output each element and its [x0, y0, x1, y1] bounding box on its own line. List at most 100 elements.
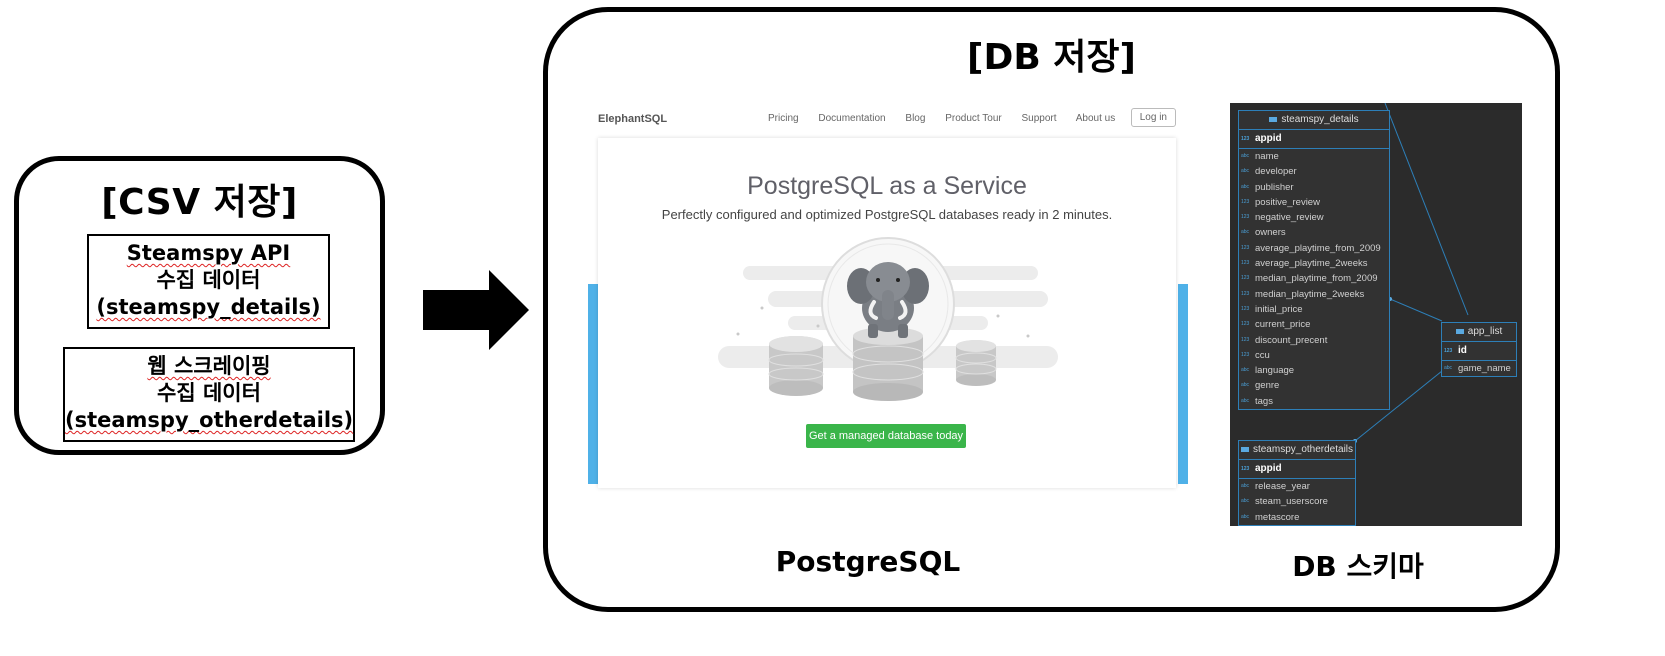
text-type-icon: abc [1241, 498, 1250, 505]
numeric-type-icon: 123 [1241, 214, 1250, 221]
csv-title: [CSV 저장] [101, 182, 298, 223]
database-center [852, 327, 924, 401]
column-name: owners [1255, 227, 1286, 239]
text-type-icon: abc [1241, 229, 1250, 236]
key-icon: 123 [1444, 348, 1453, 354]
column-row: 123 positive_review [1239, 195, 1389, 210]
db-title: [DB 저장] [548, 28, 1555, 80]
nav-product-tour[interactable]: Product Tour [945, 113, 1002, 124]
database-small-left [768, 336, 824, 396]
hero-headline: PostgreSQL as a Service [747, 172, 1027, 200]
column-row: 123 negative_review [1239, 210, 1389, 225]
numeric-type-icon: 123 [1241, 275, 1250, 282]
table-columns: abc game_name [1442, 361, 1516, 376]
schema-caption: DB 스키마 [1292, 550, 1424, 583]
numeric-type-icon: 123 [1241, 305, 1250, 312]
table-header: app_list [1442, 323, 1516, 342]
elephant-icon [847, 262, 929, 338]
numeric-type-icon: 123 [1241, 321, 1250, 328]
column-row: abc language [1239, 363, 1389, 378]
nav-documentation[interactable]: Documentation [818, 113, 886, 124]
text-type-icon: abc [1241, 382, 1250, 389]
text-type-icon: abc [1241, 153, 1250, 159]
table-icon [1269, 116, 1278, 122]
elephantsql-screenshot: ElephantSQL Pricing Documentation Blog P… [588, 100, 1188, 490]
column-name: genre [1255, 380, 1280, 392]
column-row: 123 median_playtime_2weeks [1239, 287, 1389, 302]
login-button[interactable]: Log in [1130, 108, 1176, 127]
column-name: publisher [1255, 181, 1294, 193]
get-database-button[interactable]: Get a managed database today [806, 424, 966, 448]
column-row: abc game_name [1442, 361, 1516, 376]
csv-storage-box: [CSV 저장] Steamspy API 수집 데이터 (steamspy_d… [14, 156, 385, 455]
column-row: 123 current_price [1239, 317, 1389, 332]
source-steamspy-api: Steamspy API 수집 데이터 (steamspy_details) [87, 234, 330, 329]
column-name: current_price [1255, 319, 1311, 331]
table-icon [1240, 446, 1249, 452]
numeric-type-icon: 123 [1241, 198, 1250, 205]
column-name: game_name [1458, 363, 1511, 374]
source-line: 수집 데이터 [157, 381, 261, 405]
source-web-scraping: 웹 스크레이핑 수집 데이터 (steamspy_otherdetails) [63, 347, 355, 442]
text-type-icon: abc [1241, 183, 1250, 190]
column-row: abc owners [1239, 225, 1389, 240]
hero-card: PostgreSQL as a Service Perfectly config… [598, 138, 1176, 488]
nav-pricing[interactable]: Pricing [768, 113, 799, 124]
text-type-icon: abc [1241, 397, 1250, 404]
numeric-type-icon: 123 [1241, 244, 1250, 251]
numeric-type-icon: 123 [1241, 336, 1250, 343]
db-title-text: [DB 저장] [966, 37, 1136, 78]
side-bar-right [1178, 284, 1188, 484]
column-name: ccu [1255, 349, 1270, 361]
relationship-lines [1353, 103, 1469, 443]
column-name: median_playtime_2weeks [1255, 288, 1365, 300]
primary-key-row: 123 appid [1239, 130, 1389, 149]
column-name: negative_review [1255, 212, 1324, 224]
column-name: release_year [1255, 481, 1310, 492]
numeric-type-icon: 123 [1241, 351, 1250, 358]
postgresql-caption: PostgreSQL [775, 545, 961, 578]
nav-about-us[interactable]: About us [1075, 113, 1116, 124]
column-row: abc publisher [1239, 180, 1389, 195]
right-arrow-icon [423, 270, 529, 350]
column-name: metascore [1255, 511, 1300, 523]
column-row: 123 median_playtime_from_2009 [1239, 271, 1389, 286]
numeric-type-icon: 123 [1241, 290, 1250, 297]
table-name: app_list [1467, 326, 1503, 337]
text-type-icon: abc [1444, 365, 1453, 371]
text-type-icon: abc [1241, 367, 1250, 374]
esql-navbar: ElephantSQL Pricing Documentation Blog P… [598, 108, 1178, 132]
column-name: language [1255, 365, 1295, 377]
table-header: steamspy_otherdetails [1239, 441, 1355, 460]
source-line: 수집 데이터 [156, 268, 261, 292]
source-line: (steamspy_details) [96, 295, 321, 319]
text-type-icon: abc [1241, 513, 1250, 520]
column-name: appid [1255, 133, 1282, 144]
source-line: 웹 스크레이핑 [147, 354, 271, 378]
esql-logo[interactable]: ElephantSQL [598, 113, 668, 125]
column-name: positive_review [1255, 196, 1320, 208]
esql-nav-links: Pricing Documentation Blog Product Tour … [768, 113, 1132, 124]
database-small-right [955, 340, 997, 386]
table-name: steamspy_otherdetails [1252, 444, 1354, 455]
key-icon: 123 [1241, 136, 1250, 142]
table-header: steamspy_details [1239, 111, 1389, 130]
nav-support[interactable]: Support [1021, 113, 1057, 124]
nav-blog[interactable]: Blog [905, 113, 926, 124]
column-row: abc metascore [1239, 510, 1355, 525]
column-name: median_playtime_from_2009 [1255, 273, 1378, 285]
column-name: average_playtime_2weeks [1255, 258, 1368, 270]
elephant-database-illustration [718, 237, 1058, 401]
